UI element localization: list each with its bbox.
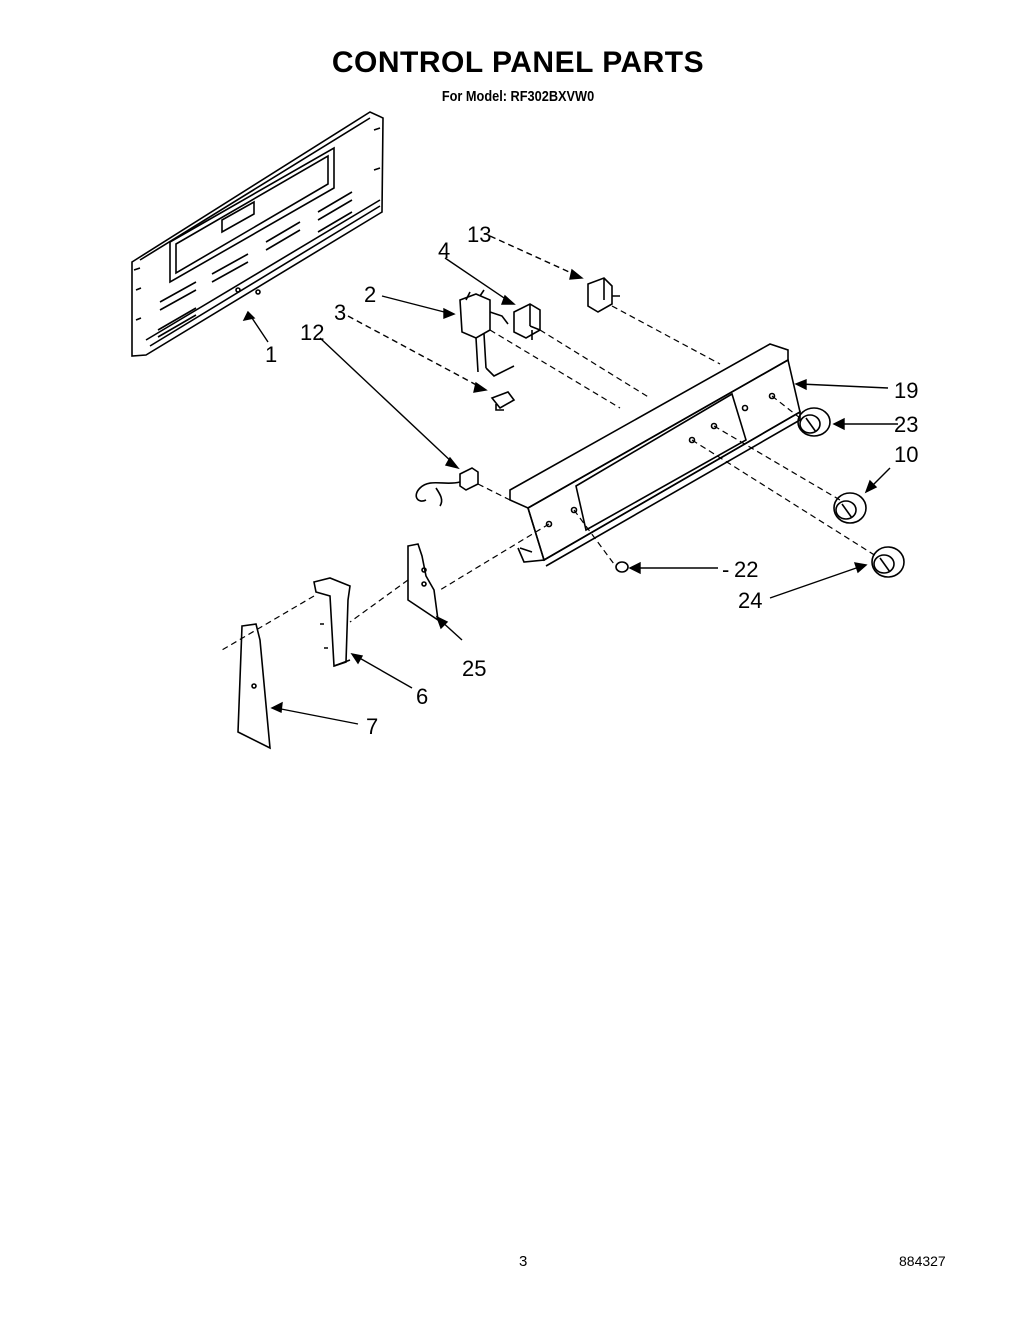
callout-22: 22: [734, 557, 758, 582]
callout-1: 1: [265, 342, 277, 367]
assembly-lines: [221, 305, 877, 651]
callout-6: 6: [416, 684, 428, 709]
part-3-connector: [490, 391, 516, 411]
part-12-harness: [415, 467, 479, 507]
page-title: CONTROL PANEL PARTS: [331, 46, 705, 79]
part-4-switch-block: [513, 303, 541, 340]
document-number: 884327: [899, 1253, 946, 1269]
part-6-bracket: [313, 577, 351, 668]
callout-10: 10: [894, 442, 918, 467]
part-10-knob: [833, 492, 867, 524]
part-25-bracket: [407, 543, 440, 622]
callout-3: 3: [334, 300, 346, 325]
part-13-switch: [587, 277, 620, 313]
model-subtitle: For Model: RF302BXVW0: [441, 88, 595, 105]
part-23-knob: [797, 407, 831, 437]
part-7-end-cap: [237, 623, 271, 750]
page-number: 3: [519, 1253, 528, 1270]
callout-13: 13: [467, 222, 491, 247]
callout-22-dash: -: [722, 557, 729, 582]
callout-23: 23: [894, 412, 918, 437]
callout-7: 7: [366, 714, 378, 739]
part-24-knob: [871, 546, 905, 578]
part-1-rear-panel: [131, 111, 384, 357]
part-19-control-panel: [509, 343, 801, 567]
callout-4: 4: [438, 238, 450, 263]
callout-19: 19: [894, 378, 918, 403]
part-22-plug: [615, 561, 629, 573]
leader-lines: [242, 235, 898, 725]
callout-2: 2: [364, 282, 376, 307]
callout-25: 25: [462, 656, 486, 681]
callout-24: 24: [738, 588, 762, 613]
callout-12: 12: [300, 320, 324, 345]
